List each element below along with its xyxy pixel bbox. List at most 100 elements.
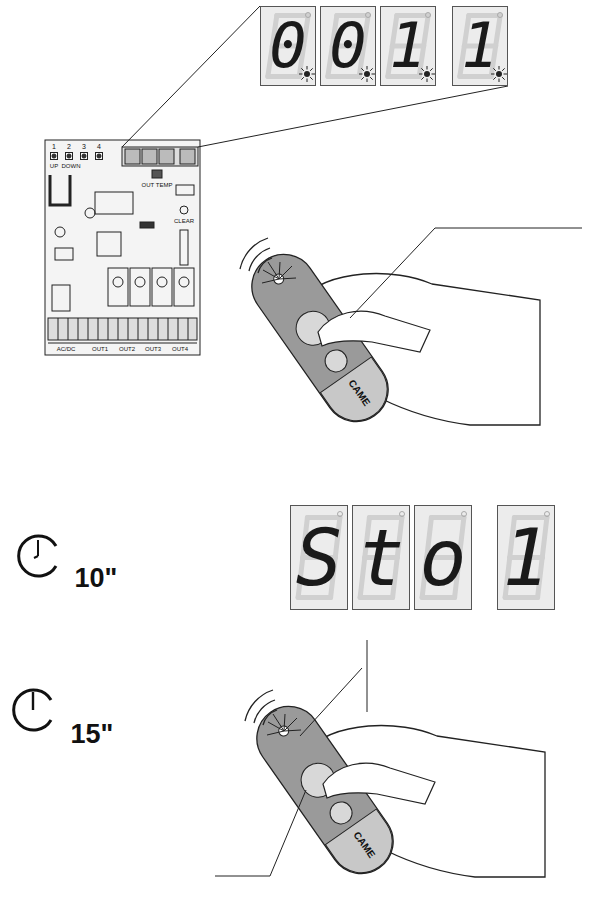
relay <box>179 277 189 287</box>
clock-icon <box>14 536 56 730</box>
ray <box>370 68 372 70</box>
ray <box>499 79 500 83</box>
push-buttons <box>51 153 103 160</box>
display-digit-panel: 1 <box>497 505 555 610</box>
relays <box>108 268 194 306</box>
ray <box>430 68 432 70</box>
chip <box>97 232 121 256</box>
ray <box>504 74 508 75</box>
button-number: 3 <box>82 143 86 150</box>
zoom-line <box>122 6 508 147</box>
dip-switch <box>180 230 188 265</box>
display-digit-panel: 1 <box>452 6 508 86</box>
terminal-label: OUT1 <box>92 346 108 352</box>
ray <box>310 68 312 70</box>
ray <box>312 74 316 75</box>
clear-button <box>180 206 188 214</box>
ray <box>372 74 376 75</box>
digit: 1 <box>461 15 498 77</box>
hand-with-remote <box>239 238 540 434</box>
digit: 0 <box>329 15 366 77</box>
ray <box>430 77 432 79</box>
button-number: 1 <box>52 143 56 150</box>
button-number: 2 <box>67 143 71 150</box>
ray <box>301 77 303 79</box>
control-board <box>45 140 200 355</box>
panel-ground <box>290 505 348 610</box>
display-digit-panel: 0 <box>260 6 316 86</box>
digit: 1 <box>503 519 550 597</box>
panel-ground <box>414 505 472 610</box>
trimmer <box>85 208 95 218</box>
led-flash <box>262 262 296 283</box>
terminal-divisions <box>58 318 188 340</box>
hand-with-remote <box>244 690 545 886</box>
display-cell <box>159 149 174 164</box>
flash-rays <box>267 714 301 735</box>
ray <box>493 77 495 79</box>
ray <box>427 79 428 83</box>
display-cell <box>180 149 195 164</box>
ray <box>370 77 372 79</box>
panel-ground <box>380 6 436 86</box>
terminal-block <box>48 318 197 343</box>
digit: 0 <box>269 15 306 77</box>
wave <box>249 248 270 271</box>
display-digit-panel: 0 <box>320 6 376 86</box>
panel-ground <box>452 6 508 86</box>
display-digit-panel: 1 <box>380 6 436 86</box>
coil <box>55 248 73 260</box>
display-digit-panel: o <box>414 505 472 610</box>
clock-face <box>19 536 56 576</box>
board-label: OUT TEMP <box>142 182 173 188</box>
ghost-segments <box>268 16 308 77</box>
display-digit-panel: S <box>290 505 348 610</box>
terminal-block <box>48 318 197 340</box>
ghost-segments <box>460 16 500 77</box>
u-bracket <box>50 175 70 205</box>
ray <box>432 74 436 75</box>
button <box>81 153 88 160</box>
leader-line <box>350 228 582 318</box>
button <box>82 154 86 158</box>
temp-connector <box>152 170 162 178</box>
clock-hands <box>34 540 38 558</box>
relay <box>135 277 145 287</box>
ray <box>307 79 308 83</box>
terminal-label: OUT2 <box>119 346 135 352</box>
panel-ground <box>352 505 410 610</box>
digit: o <box>420 519 467 597</box>
ray <box>502 77 504 79</box>
button <box>51 153 58 160</box>
fuse-block <box>52 285 70 311</box>
digit: S <box>296 519 343 597</box>
signal-waves <box>245 690 277 725</box>
ghost-segments <box>328 16 368 77</box>
wave <box>240 238 268 269</box>
signal-waves <box>240 238 272 273</box>
digit: t <box>358 519 405 597</box>
board-label: CLEAR <box>174 218 194 224</box>
panel-ground <box>320 6 376 86</box>
button <box>97 154 101 158</box>
clock-hands <box>32 692 34 710</box>
leader-line <box>215 790 306 876</box>
ray <box>361 77 363 79</box>
button <box>66 153 73 160</box>
wave <box>245 690 273 721</box>
terminal-label: AC/DC <box>57 346 76 352</box>
display-cell <box>125 149 140 164</box>
relay <box>108 268 128 306</box>
connector <box>176 185 194 195</box>
button <box>52 154 56 158</box>
terminal-label: OUT4 <box>172 346 188 352</box>
board-label: DOWN <box>62 163 81 169</box>
decimal-dot <box>545 512 550 517</box>
time-label: 15" <box>71 721 114 748</box>
decimal-dot <box>338 512 343 517</box>
display-cell <box>142 149 157 164</box>
panel-ground <box>260 6 316 86</box>
leader-line <box>300 640 367 736</box>
decimal-dot <box>400 512 405 517</box>
